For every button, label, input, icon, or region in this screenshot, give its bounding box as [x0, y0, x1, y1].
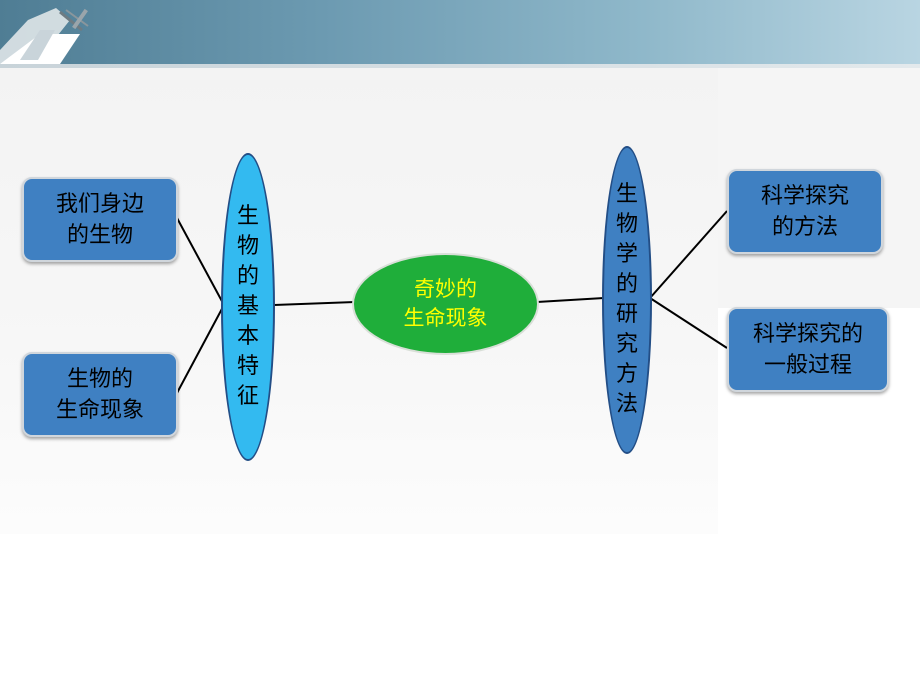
header-banner — [0, 0, 920, 64]
box-living-things-around-us: 我们身边 的生物 — [22, 177, 178, 262]
connector-right-top — [649, 210, 728, 299]
oval-basic-characteristics: 生物的基本特征 — [221, 153, 275, 461]
center-topic-wonderful-life: 奇妙的 生命现象 — [352, 253, 539, 355]
box-line: 我们身边 — [55, 191, 144, 217]
header-divider — [0, 64, 920, 68]
center-line: 奇妙的 — [414, 277, 477, 301]
connector-left-bottom — [176, 304, 225, 394]
connector-center-right — [536, 297, 605, 303]
dining-utensils-icon — [0, 8, 89, 64]
box-line: 科学探究 — [760, 183, 849, 209]
connector-left-center — [273, 301, 356, 306]
connector-right-bottom — [649, 297, 728, 349]
box-line: 的生物 — [66, 222, 133, 248]
box-line: 一般过程 — [763, 352, 852, 378]
box-scientific-inquiry-methods: 科学探究 的方法 — [727, 169, 883, 254]
oval-label: 生物学的研究方法 — [615, 182, 638, 417]
box-line: 的方法 — [771, 214, 838, 240]
connector-left-top — [176, 217, 225, 306]
box-line: 生命现象 — [55, 397, 144, 423]
box-life-phenomena-of-organisms: 生物的 生命现象 — [22, 352, 178, 437]
box-scientific-inquiry-process: 科学探究的 一般过程 — [727, 307, 889, 392]
box-line: 生物的 — [66, 366, 133, 392]
oval-research-methods: 生物学的研究方法 — [602, 146, 652, 454]
box-line: 科学探究的 — [752, 321, 863, 347]
oval-label: 生物的基本特征 — [236, 204, 259, 409]
center-line: 生命现象 — [403, 306, 488, 330]
